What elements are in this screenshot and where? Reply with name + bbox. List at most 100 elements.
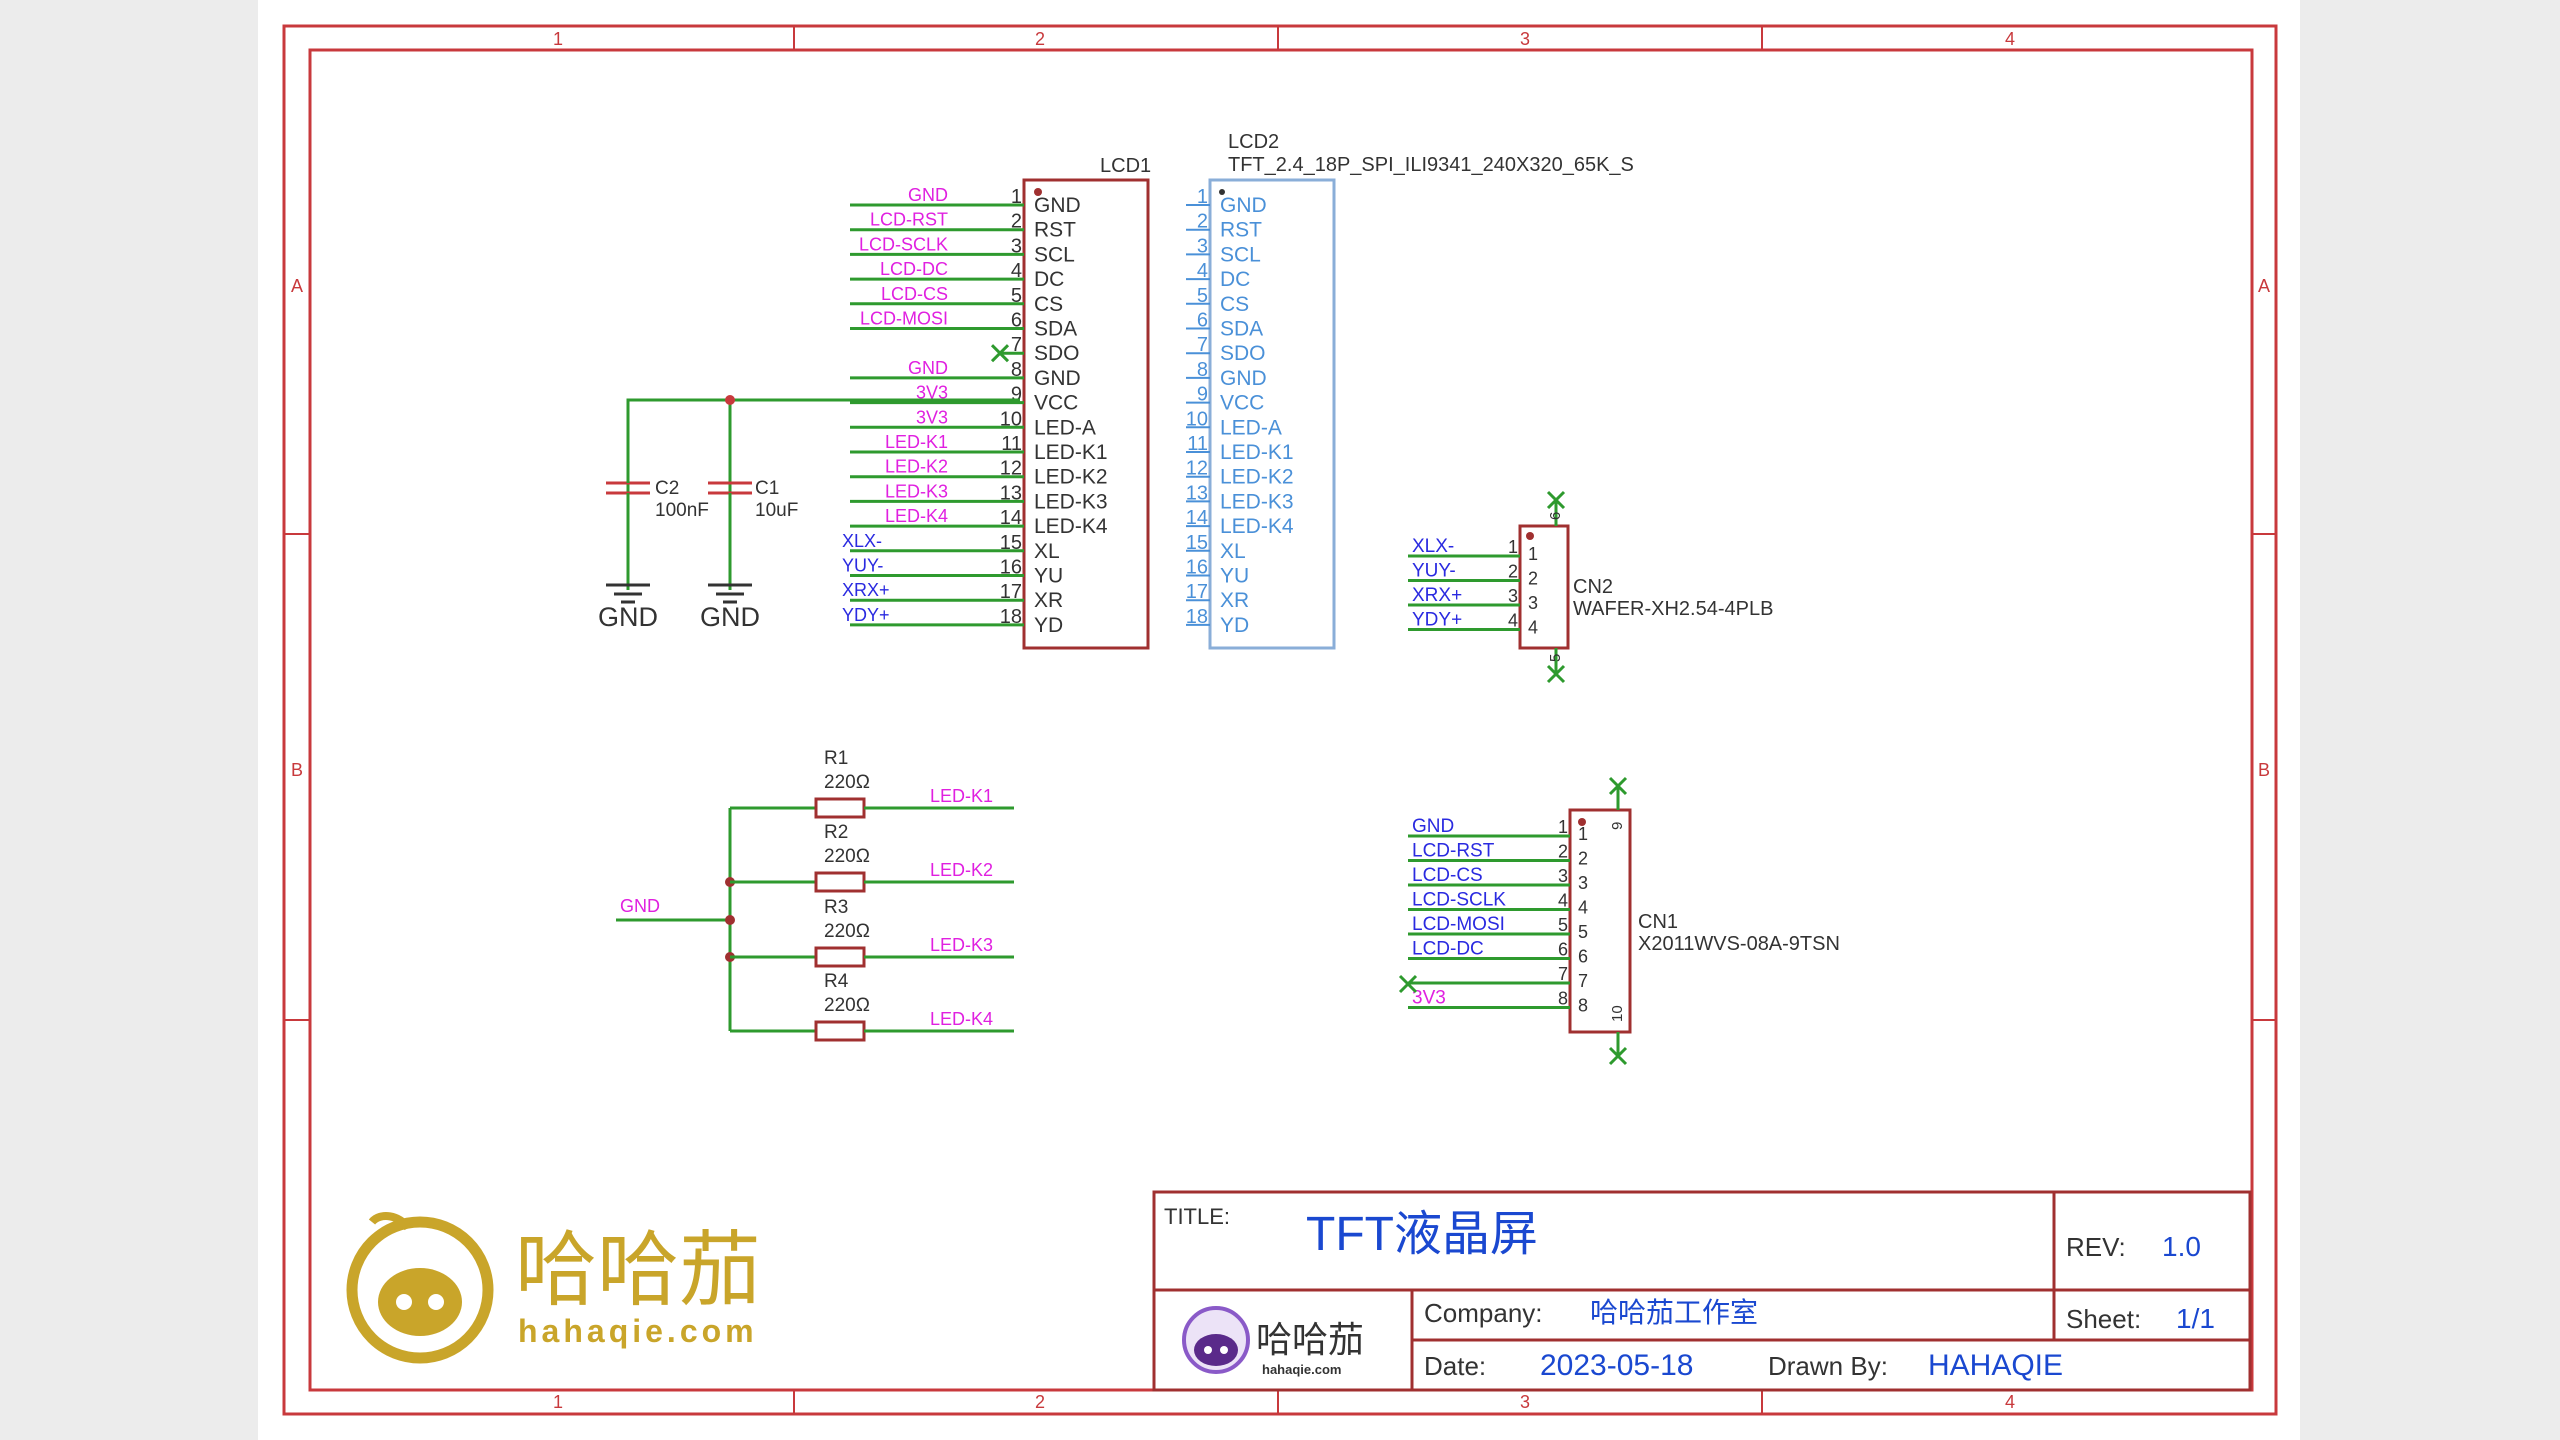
sheet-title: TFT液晶屏 xyxy=(1306,1208,1538,1261)
row-label-b-right: B xyxy=(2258,760,2270,780)
lcd1-net-label: GND xyxy=(908,358,948,378)
junction-dot xyxy=(725,395,735,405)
lcd1-net-label: YDY+ xyxy=(842,605,890,625)
cn1-pin-number: 5 xyxy=(1558,915,1568,935)
cn1-net-label: LCD-CS xyxy=(1412,865,1483,886)
cn1-pin-number: 3 xyxy=(1558,866,1568,886)
c1-ref: C1 xyxy=(755,478,779,499)
lcd2-pin-name: YD xyxy=(1220,614,1249,637)
lcd1-net-label: XLX- xyxy=(842,531,882,551)
lcd1-designator: LCD1 xyxy=(1100,155,1151,177)
lcd2-pin-name: LED-K1 xyxy=(1220,441,1294,464)
cn1-pin-inner-number: 8 xyxy=(1578,996,1588,1016)
lcd1-pin-name: XL xyxy=(1034,540,1060,563)
cn1-pin-inner-number: 5 xyxy=(1578,922,1588,942)
lcd2-pin-number: 4 xyxy=(1197,260,1208,282)
lcd2-pin-name: GND xyxy=(1220,367,1267,390)
cn1-pin-inner-number: 2 xyxy=(1578,849,1588,869)
lcd2-pin-name: LED-A xyxy=(1220,416,1282,439)
col-label-1: 1 xyxy=(553,29,563,49)
pin1-marker xyxy=(1219,189,1225,195)
cn1-pin-inner-number: 6 xyxy=(1578,947,1588,967)
lcd1-pin-number: 5 xyxy=(1011,285,1022,307)
capacitor-c2[interactable]: C2 100nF GND xyxy=(598,400,709,632)
lcd1-net-label: LCD-MOSI xyxy=(860,309,948,329)
cn1-pin-inner-number: 4 xyxy=(1578,898,1588,918)
logo-name: 哈哈茄 xyxy=(515,1225,761,1316)
cn1-mount-bottom: 10 xyxy=(1609,1005,1626,1022)
resistor-body xyxy=(814,1020,866,1042)
cn2-net-label: YUY- xyxy=(1412,561,1456,582)
small-logo-url: hahaqie.com xyxy=(1262,1362,1341,1377)
lcd1-pin-number: 8 xyxy=(1011,359,1022,381)
lcd1-pin-number: 17 xyxy=(1000,581,1022,603)
lcd2-pin-number: 1 xyxy=(1197,186,1208,208)
pin1-marker xyxy=(1578,818,1586,826)
cn1-pin-number: 7 xyxy=(1558,964,1568,984)
resistor-net-label: LED-K2 xyxy=(930,860,993,880)
cn2-pin-number: 1 xyxy=(1508,537,1518,557)
col-label-3-bottom: 3 xyxy=(1520,1392,1530,1412)
lcd2-pin-number: 6 xyxy=(1197,310,1208,332)
lcd1-pin-number: 6 xyxy=(1011,310,1022,332)
cn2-pin-number: 3 xyxy=(1508,586,1518,606)
cn2-mount-top: 6 xyxy=(1547,512,1564,520)
lcd2-pin-name: SDO xyxy=(1220,342,1266,365)
lcd1-pin-number: 18 xyxy=(1000,606,1022,628)
company-value: 哈哈茄工作室 xyxy=(1590,1297,1758,1328)
resistor-net-label: LED-K4 xyxy=(930,1009,993,1029)
pin1-marker xyxy=(1526,532,1534,540)
lcd1-pin-name: GND xyxy=(1034,367,1081,390)
c1-gnd-label: GND xyxy=(700,602,760,632)
lcd1-net-label: LCD-SCLK xyxy=(859,234,948,254)
lcd2-pin-name: GND xyxy=(1220,194,1267,217)
lcd1-net-label: GND xyxy=(908,185,948,205)
lcd2-pin-number: 16 xyxy=(1186,557,1208,579)
lcd1-pin-number: 1 xyxy=(1011,186,1022,208)
lcd1-pin-name: YU xyxy=(1034,565,1063,588)
lcd1-pin-name: LED-K1 xyxy=(1034,441,1108,464)
cn1-pin-inner-number: 3 xyxy=(1578,873,1588,893)
lcd1-pin-number: 15 xyxy=(1000,532,1022,554)
lcd1-pin-number: 10 xyxy=(1000,408,1022,430)
cn2-pin-inner-number: 3 xyxy=(1528,593,1538,613)
resistor-body xyxy=(814,946,866,968)
pin1-marker xyxy=(1034,188,1042,196)
lcd2-pin-name: LED-K2 xyxy=(1220,466,1294,489)
cn1-net-label: LCD-DC xyxy=(1412,939,1484,960)
lcd2-pin-name: XL xyxy=(1220,540,1246,563)
cn1-pin-number: 1 xyxy=(1558,817,1568,837)
lcd1-net-label: LED-K2 xyxy=(885,457,948,477)
capacitor-c1[interactable]: C1 10uF GND xyxy=(700,478,798,632)
col-label-2-bottom: 2 xyxy=(1035,1392,1045,1412)
lcd1-pin-name: RST xyxy=(1034,219,1076,242)
row-label-a: A xyxy=(291,276,303,296)
lcd2-pin-number: 9 xyxy=(1197,384,1208,406)
lcd2-pin-number: 2 xyxy=(1197,211,1208,233)
lcd1-pin-name: LED-K4 xyxy=(1034,515,1108,538)
lcd1-pin-name: VCC xyxy=(1034,392,1078,415)
resistor-ref: R1 xyxy=(824,748,848,769)
resistor-array[interactable]: GNDR1220ΩLED-K1R2220ΩLED-K2R3220ΩLED-K3R… xyxy=(616,748,1014,1042)
lcd2-pin-number: 5 xyxy=(1197,285,1208,307)
lcd2-pin-number: 7 xyxy=(1197,334,1208,356)
title-label: TITLE: xyxy=(1164,1204,1230,1229)
cn1-pin-number: 4 xyxy=(1558,891,1568,911)
cn2-mount-bottom: 5 xyxy=(1547,654,1564,662)
c2-value: 100nF xyxy=(655,500,709,521)
lcd1-pin-name: DC xyxy=(1034,268,1064,291)
title-block xyxy=(1152,1190,2252,1392)
lcd2-pin-name: DC xyxy=(1220,268,1250,291)
cn2-body xyxy=(1518,524,1570,650)
drawn-by-value: HAHAQIE xyxy=(1928,1349,2063,1382)
resistor-value: 220Ω xyxy=(824,921,870,942)
lcd2-pin-number: 18 xyxy=(1186,606,1208,628)
logo-url: hahaqie.com xyxy=(518,1313,758,1349)
lcd1-pin-number: 13 xyxy=(1000,482,1022,504)
lcd1-net-label: YUY- xyxy=(842,556,883,576)
